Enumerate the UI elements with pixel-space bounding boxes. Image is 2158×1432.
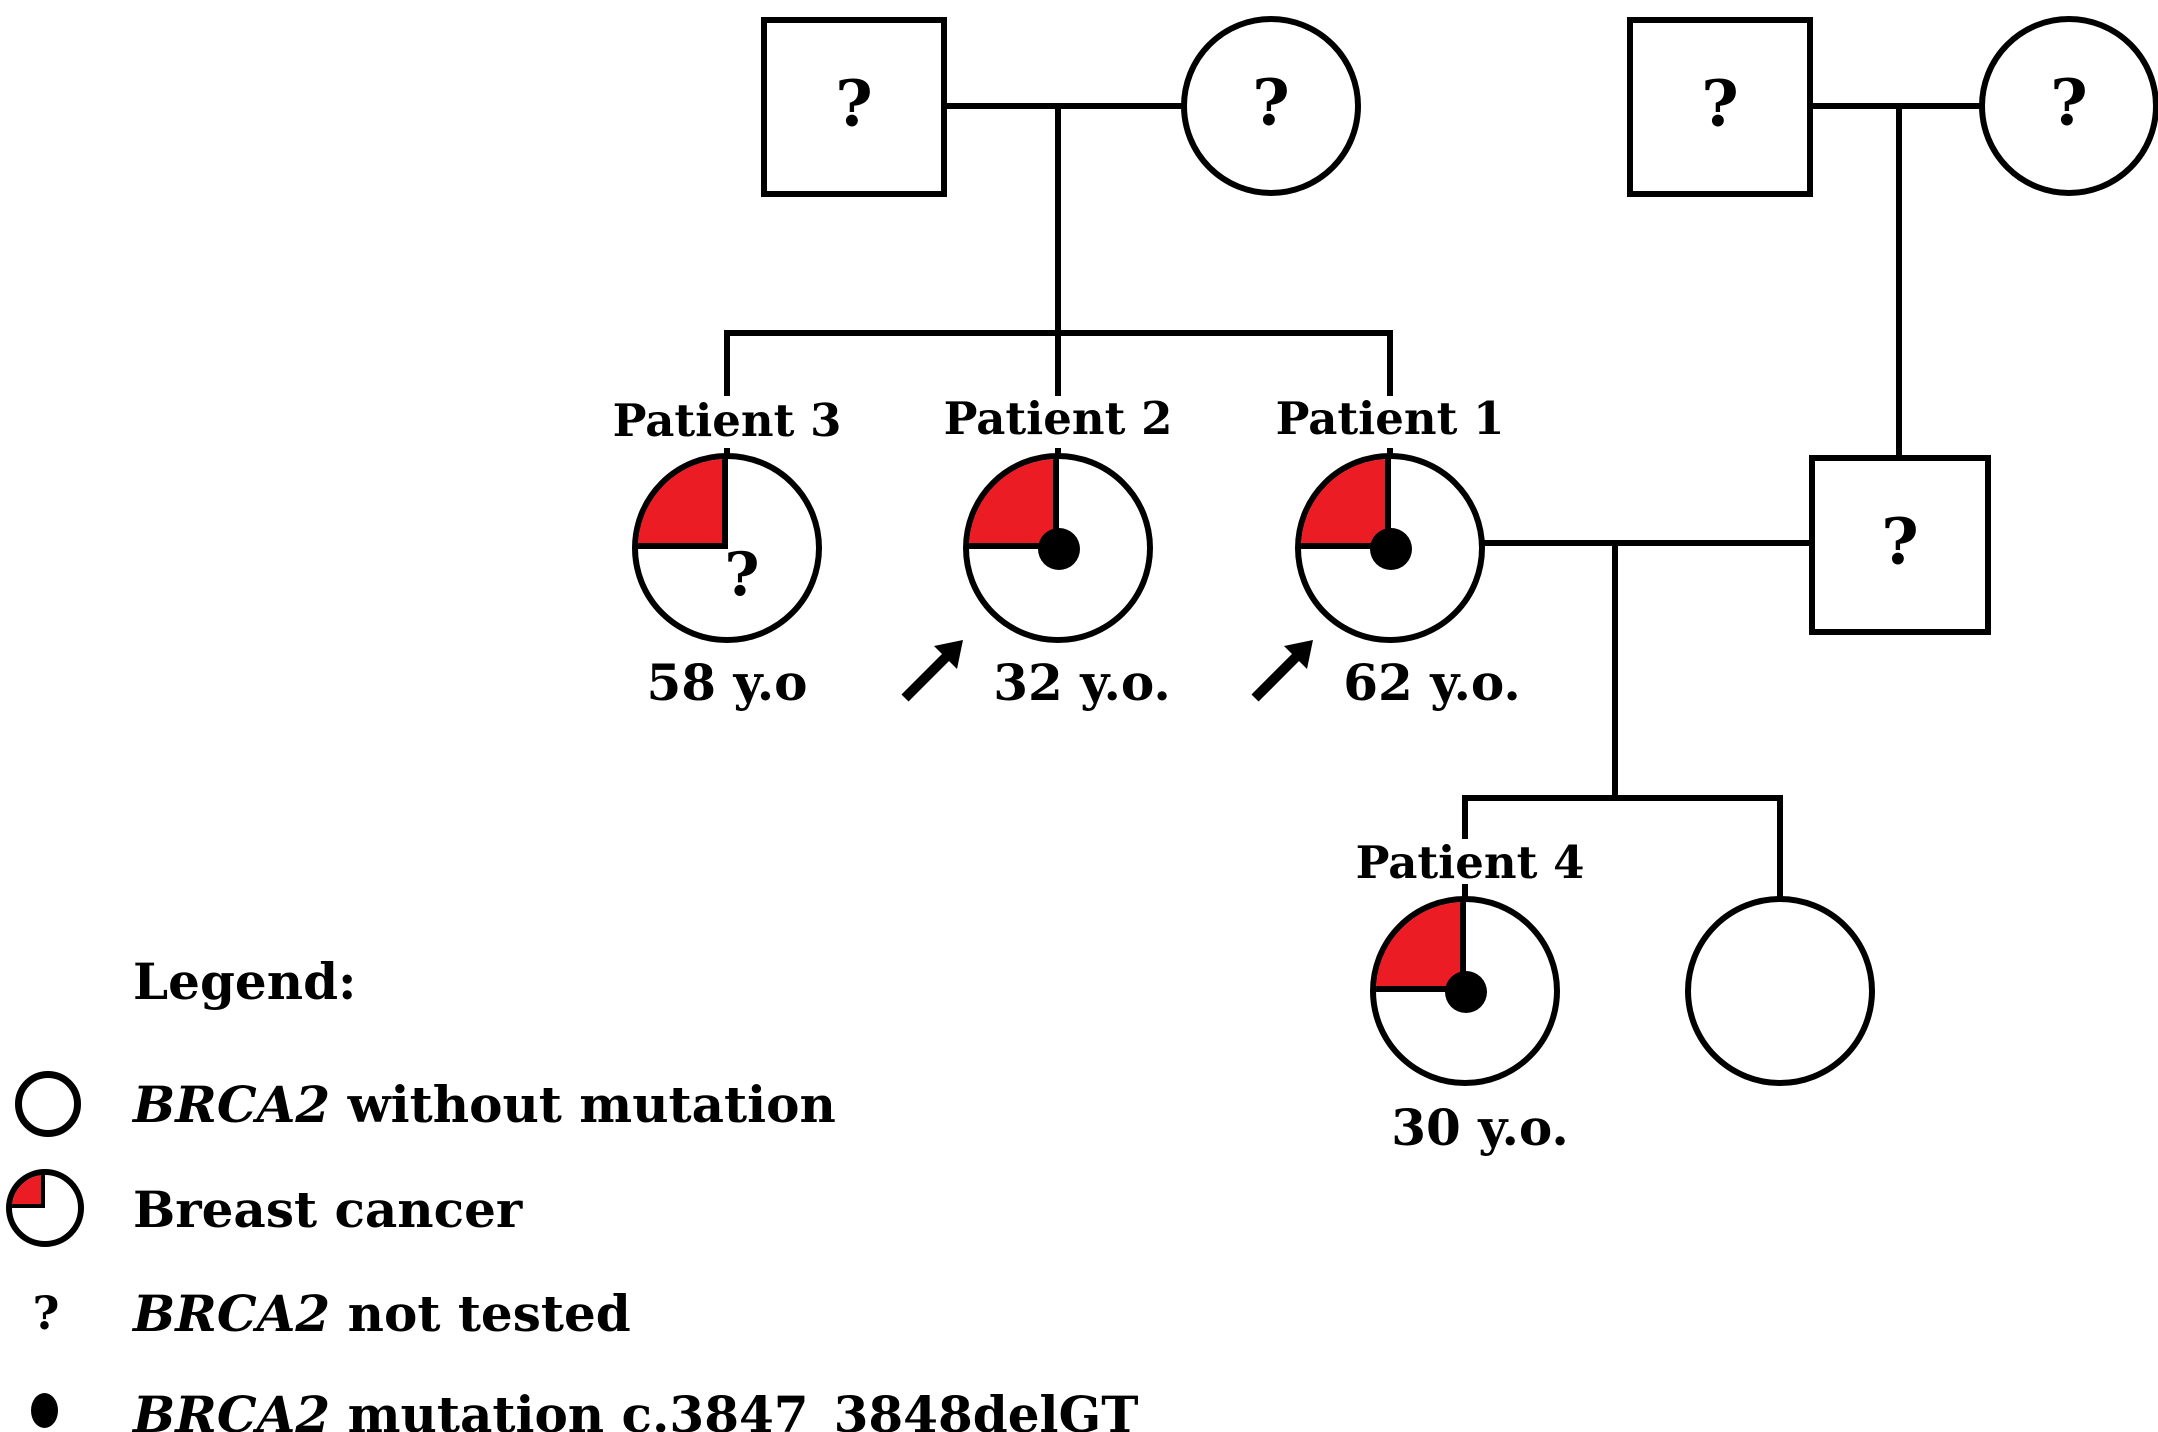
gene-name: BRCA2: [133, 1075, 331, 1134]
patient1-label: Patient 1: [1275, 392, 1505, 445]
legend-item-mutation: BRCA2 mutation c.3847_3848delGT: [133, 1385, 1138, 1432]
drop-line-patient2-top: [1055, 330, 1061, 396]
not-tested-mark: ?: [1881, 504, 1919, 580]
patient2-age: 32 y.o.: [993, 653, 1171, 712]
female-symbol-patient1: [1295, 453, 1485, 643]
marriage-line-patient1: [1480, 540, 1812, 546]
not-tested-mark: ?: [1701, 66, 1739, 142]
proband-arrow-icon: [901, 640, 963, 702]
breast-cancer-quadrant: [638, 459, 728, 549]
patient3-label: Patient 3: [612, 394, 842, 447]
male-symbol-husband-patient1: ?: [1809, 455, 1991, 635]
gene-name: BRCA2: [133, 1284, 331, 1343]
gene-name: BRCA2: [133, 1385, 331, 1432]
female-symbol-patient3: ?: [632, 453, 822, 643]
male-symbol-grandfather-right: ?: [1627, 17, 1813, 197]
brca2-mutation-dot-icon: [1038, 528, 1080, 570]
not-tested-mark: ?: [2050, 65, 2088, 141]
patient2-label: Patient 2: [943, 392, 1173, 445]
sibship-line-gen3: [1462, 795, 1783, 801]
female-symbol-grandmother-right: ?: [1979, 16, 2158, 196]
female-symbol-sister: [1685, 896, 1875, 1086]
drop-line-patient4-top: [1462, 795, 1468, 839]
legend-item-text: Breast cancer: [133, 1180, 523, 1239]
legend-item-text: mutation c.3847_3848delGT: [330, 1385, 1139, 1432]
question-mark-icon: ?: [32, 1286, 60, 1340]
female-symbol-grandmother-left: ?: [1181, 16, 1361, 196]
circle-outline-icon: [15, 1071, 81, 1137]
legend-item-text: without mutation: [330, 1075, 836, 1134]
descent-line-gen1-left: [1055, 103, 1061, 336]
patient1-age: 62 y.o.: [1343, 653, 1521, 712]
legend-item-text: not tested: [330, 1284, 631, 1343]
legend-item-without-mutation: BRCA2 without mutation: [133, 1075, 836, 1134]
male-symbol-grandfather-left: ?: [761, 17, 947, 197]
descent-line-patient1-family: [1612, 540, 1618, 801]
legend-item-not-tested: BRCA2 not tested: [133, 1284, 631, 1343]
brca2-mutation-dot-icon: [1370, 528, 1412, 570]
patient4-label: Patient 4: [1355, 836, 1585, 889]
brca2-mutation-dot-icon: [1445, 971, 1487, 1013]
mutation-dot-icon: [31, 1393, 58, 1428]
legend-item-breast-cancer: Breast cancer: [133, 1180, 522, 1239]
legend-title: Legend:: [133, 952, 357, 1011]
drop-line-patient1-top: [1387, 330, 1393, 396]
female-symbol-patient4: [1370, 896, 1560, 1086]
proband-arrow-icon: [1251, 640, 1313, 702]
drop-line-patient3-top: [724, 330, 730, 396]
patient4-age: 30 y.o.: [1391, 1098, 1569, 1157]
not-tested-mark: ?: [724, 540, 760, 610]
patient3-age: 58 y.o: [646, 653, 808, 712]
breast-cancer-quadrant: [12, 1175, 45, 1208]
female-symbol-patient2: [963, 453, 1153, 643]
not-tested-mark: ?: [1252, 65, 1290, 141]
marriage-line-gen1-left: [945, 103, 1185, 109]
descent-line-gen1-right: [1896, 103, 1902, 458]
not-tested-mark: ?: [835, 66, 873, 142]
circle-quarter-red-icon: [6, 1169, 84, 1247]
drop-line-sister: [1777, 795, 1783, 903]
breast-cancer-quadrant: [969, 459, 1059, 549]
